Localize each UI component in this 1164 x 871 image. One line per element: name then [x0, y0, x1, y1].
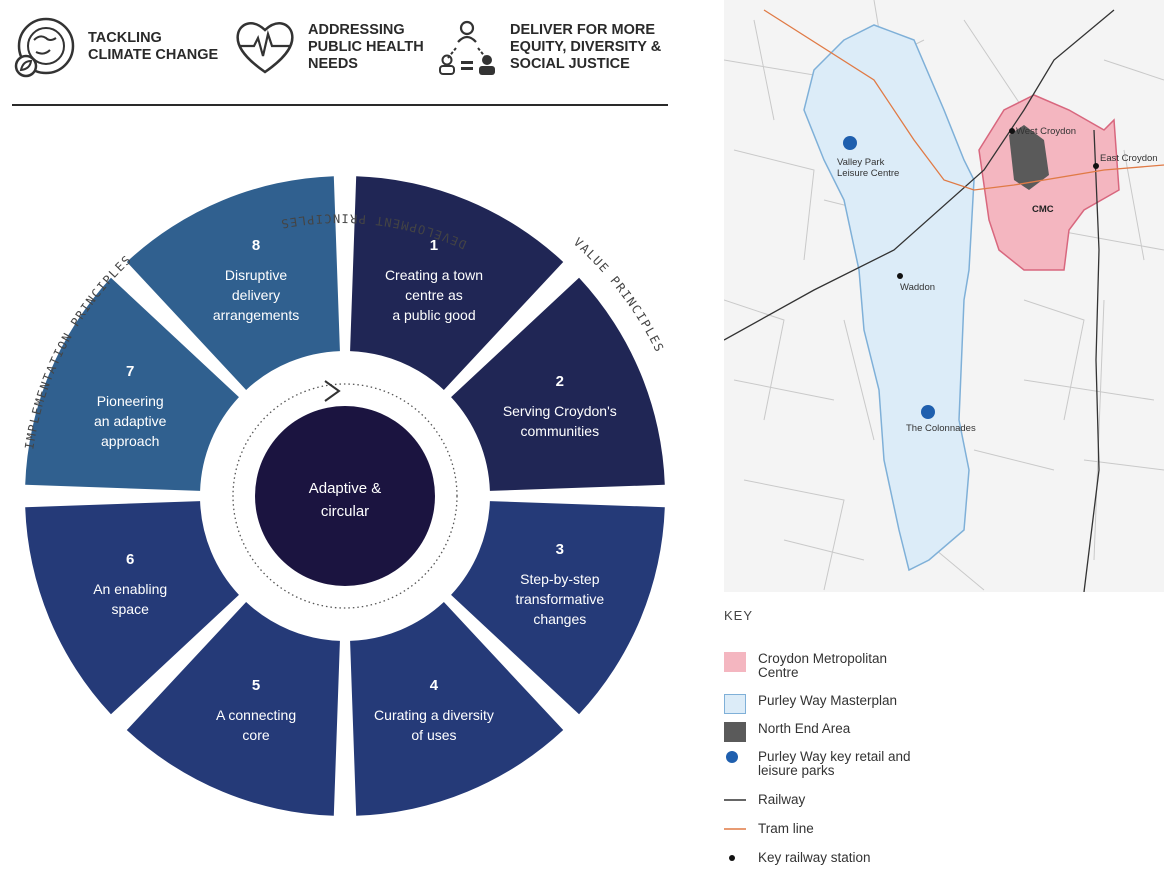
principle-number-4: 4 — [430, 677, 439, 694]
key-item-swatch-dark: North End Area — [724, 722, 850, 742]
railway-line-1 — [724, 9, 1115, 341]
principle-number-6: 6 — [126, 551, 134, 568]
cmc-area — [978, 94, 1120, 271]
key-label: Purley Way key retail and leisure parks — [758, 749, 911, 778]
principle-number-3: 3 — [556, 541, 564, 558]
map-canvas: West Croydon East Croydon CMC Valley Par… — [724, 0, 1164, 592]
theme-health: ADDRESSING PUBLIC HEALTH NEEDS — [232, 14, 424, 80]
principle-text-1: Creating a town — [385, 267, 483, 283]
principle-text-7: an adaptive — [94, 413, 167, 429]
principle-segment-2 — [451, 277, 665, 491]
north-end-swatch — [724, 722, 746, 742]
key-item-line-black: Railway — [724, 793, 805, 813]
principle-text-5: core — [242, 727, 269, 743]
north-end-area — [1009, 125, 1049, 190]
globe-leaf-icon — [14, 17, 75, 78]
principle-segment-3 — [451, 501, 665, 715]
principle-text-3: changes — [533, 611, 586, 627]
principle-text-8: arrangements — [213, 307, 299, 323]
key-title: KEY — [724, 608, 754, 623]
principle-segment-5 — [126, 602, 340, 816]
valley-park-marker — [843, 136, 857, 150]
principle-text-1: a public good — [392, 307, 475, 323]
map-label-west-croydon: West Croydon — [1016, 126, 1076, 137]
chevron-right-icon — [324, 380, 341, 402]
principle-segment-1 — [350, 176, 564, 390]
pwm-swatch — [724, 694, 746, 714]
principle-segment-8 — [126, 176, 340, 390]
railway-stations — [897, 128, 1099, 279]
tram-line — [763, 9, 1164, 191]
theme-health-label: ADDRESSING PUBLIC HEALTH NEEDS — [308, 21, 424, 72]
key-label: Tram line — [758, 821, 814, 836]
principle-segment-4 — [350, 602, 564, 816]
map-label-east-croydon: East Croydon — [1100, 153, 1158, 164]
people-equity-icon — [439, 20, 495, 75]
key-label: Key railway station — [758, 850, 871, 865]
map-label-waddon: Waddon — [900, 282, 935, 293]
key-item-dot-blue: Purley Way key retail and leisure parks — [724, 750, 911, 778]
theme-equity: DELIVER FOR MORE EQUITY, DIVERSITY & SOC… — [434, 14, 661, 80]
key-label: Purley Way Masterplan — [758, 693, 898, 708]
tram-line-icon — [724, 822, 746, 842]
railway-line-2 — [1083, 129, 1100, 592]
principle-segment-6 — [25, 501, 239, 715]
key-label: Railway — [758, 792, 806, 807]
principle-text-5: A connecting — [216, 707, 296, 723]
heart-pulse-icon — [236, 22, 294, 74]
purley-way-area — [803, 24, 975, 572]
principle-text-2: Serving Croydon's — [503, 403, 617, 419]
principle-text-2: communities — [521, 423, 600, 439]
principle-number-7: 7 — [126, 363, 134, 380]
center-hub — [255, 406, 435, 586]
principle-number-8: 8 — [252, 237, 260, 254]
cmc-swatch — [724, 652, 746, 672]
themes-header: TACKLING CLIMATE CHANGE ADDRESSING PUBLI… — [0, 0, 680, 110]
theme-equity-label: DELIVER FOR MORE EQUITY, DIVERSITY & SOC… — [510, 21, 662, 72]
principle-text-4: Curating a diversity — [374, 707, 494, 723]
principle-text-8: Disruptive — [225, 267, 287, 283]
croydon-map: West Croydon East Croydon CMC Valley Par… — [724, 0, 1164, 592]
key-label: Croydon Metropolitan Centre — [758, 651, 888, 680]
railway-line-icon — [724, 793, 746, 813]
principle-text-4: of uses — [411, 727, 456, 743]
principle-number-1: 1 — [430, 237, 438, 254]
theme-climate: TACKLING CLIMATE CHANGE — [12, 14, 218, 80]
principle-number-5: 5 — [252, 677, 260, 694]
map-label-cmc: CMC — [1032, 204, 1054, 215]
principle-text-7: approach — [101, 433, 159, 449]
key-item-dot-black: Key railway station — [724, 851, 871, 871]
station-dot-icon — [724, 851, 746, 871]
principle-text-3: Step-by-step — [520, 571, 600, 587]
colonnades-marker — [921, 405, 935, 419]
principle-segment-7 — [25, 277, 239, 491]
principle-text-6: An enabling — [93, 581, 167, 597]
key-item-swatch-pink: Croydon Metropolitan Centre — [724, 652, 887, 680]
cycle-dotted-ring — [232, 383, 458, 609]
center-label-line1: Adaptive & — [309, 480, 382, 497]
principle-text-7: Pioneering — [97, 393, 164, 409]
key-label: North End Area — [758, 721, 851, 736]
principle-text-3: transformative — [515, 591, 604, 607]
key-item-line-orange: Tram line — [724, 822, 814, 842]
center-label-line2: circular — [321, 503, 369, 520]
retail-park-dot-icon — [724, 750, 746, 770]
principle-number-2: 2 — [556, 373, 564, 390]
header-divider — [12, 104, 668, 106]
principle-text-1: centre as — [405, 287, 463, 303]
theme-climate-label: TACKLING CLIMATE CHANGE — [88, 30, 219, 63]
principle-text-8: delivery — [232, 287, 280, 303]
key-item-swatch-blue: Purley Way Masterplan — [724, 694, 897, 714]
map-label-colonnades: The Colonnades — [906, 423, 976, 434]
principle-text-6: space — [112, 601, 150, 617]
